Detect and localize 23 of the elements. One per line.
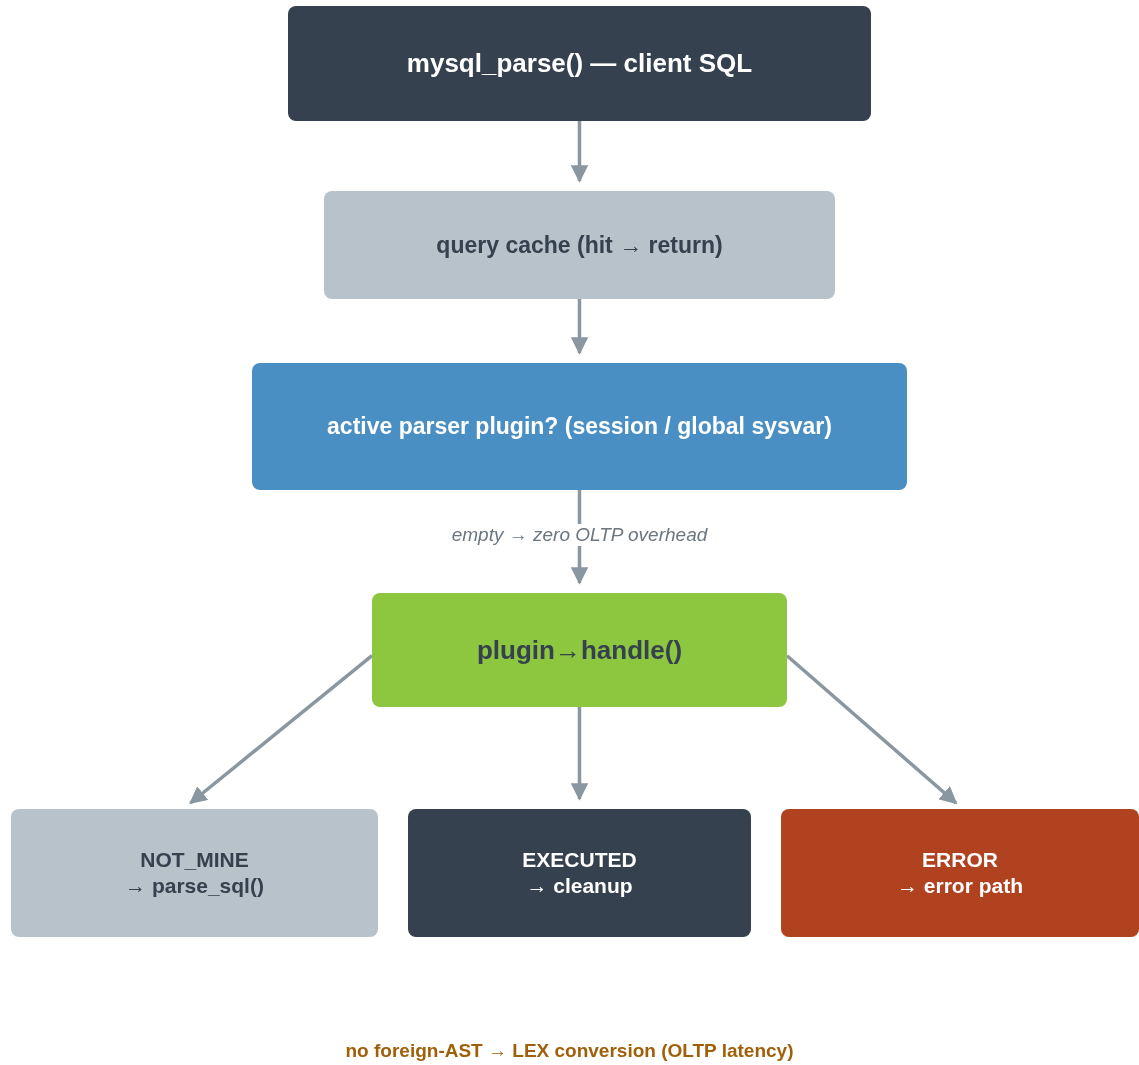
process-box — [324, 191, 835, 299]
arrow — [570, 299, 589, 355]
node-detail: → cleanup — [526, 873, 633, 899]
arrow — [785, 654, 958, 805]
process-box — [288, 6, 871, 121]
process-box — [781, 809, 1139, 937]
footnote: no foreign-AST → LEX conversion (OLTP latency) — [344, 1040, 795, 1062]
process-box — [11, 809, 378, 937]
node-title: NOT_MINE — [140, 846, 249, 873]
arrow — [189, 654, 374, 805]
node-detail: → parse_sql() — [125, 873, 264, 899]
arrow — [570, 121, 589, 183]
node-title: mysql_parse() — client SQL — [406, 47, 753, 80]
node-title: active parser plugin? (session / global sysvar) — [327, 412, 832, 441]
node-title: plugin→handle() — [476, 633, 683, 667]
process-box — [372, 593, 787, 707]
process-box — [408, 809, 751, 937]
node-detail: → error path — [897, 873, 1023, 899]
process-box — [252, 363, 907, 490]
node-title: query cache (hit → return) — [436, 230, 723, 260]
node-title: EXECUTED — [522, 846, 637, 873]
node-title: ERROR — [922, 846, 998, 873]
arrow — [570, 707, 589, 801]
